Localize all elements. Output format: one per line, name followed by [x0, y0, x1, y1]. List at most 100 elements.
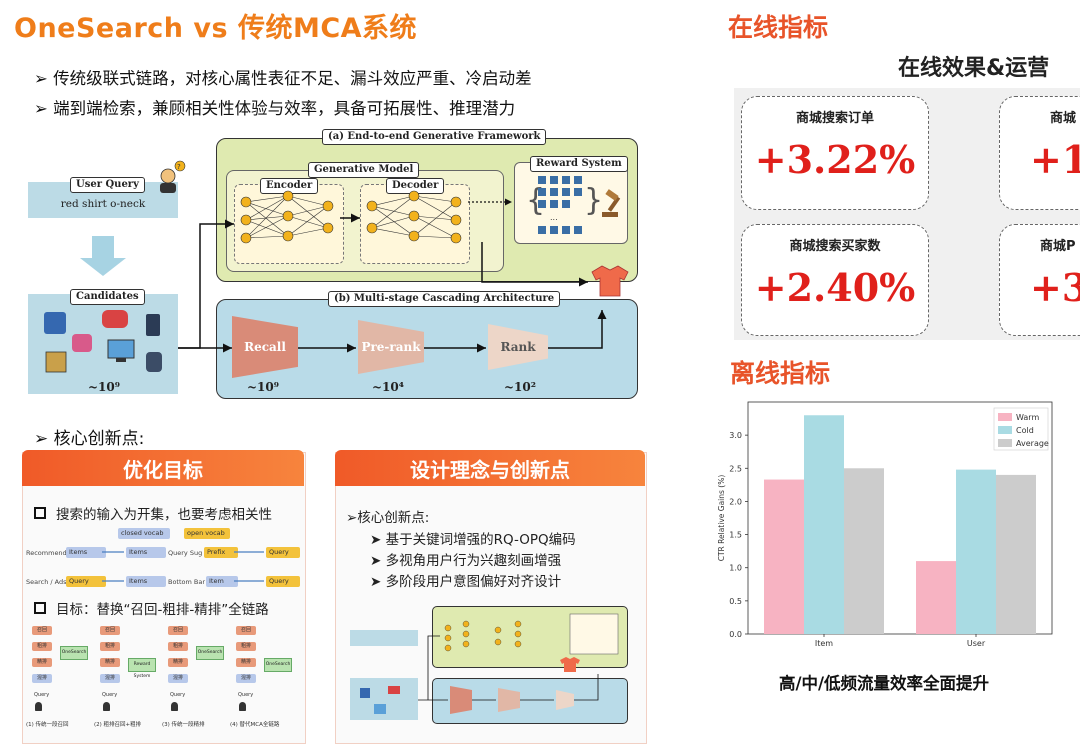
reward-grid-icon: { ... }: [526, 176, 603, 234]
reward-system-box: [514, 162, 628, 244]
flow-onesearch-box: Reward System: [128, 658, 156, 679]
flow-caption: (2) 粗排召回+粗排: [94, 722, 142, 728]
left-item-1: 搜索的输入为开集，也要考虑相关性: [34, 503, 272, 523]
chip-arrows: [102, 551, 264, 582]
candidates-label: Candidates: [70, 289, 145, 305]
y-axis-label: CTR Relative Gains (%): [717, 475, 726, 562]
mca-label: (b) Multi-stage Cascading Architecture: [328, 291, 561, 307]
flow-stage-box: 混排: [100, 674, 120, 683]
flow-user-icon: [103, 702, 110, 711]
metric-title: 商城P: [1040, 239, 1076, 254]
row-search-label: Search / Ads: [26, 578, 67, 586]
design-item-3: ➤ 多阶段用户意图偏好对齐设计: [370, 574, 562, 590]
svg-text:}: }: [584, 183, 603, 218]
row2-chip-e: Query: [266, 576, 300, 587]
framework-label: (a) End-to-end Generative Framework: [322, 129, 547, 145]
optimization-banner: 优化目标: [22, 450, 304, 486]
page-title: OneSearch vs 传统MCA系统: [14, 13, 418, 44]
bar-warm-user: [916, 561, 956, 634]
flow-stage-box: 精排: [168, 658, 188, 667]
user-query-label: User Query: [70, 177, 145, 193]
bar-warm-item: [764, 479, 804, 634]
bar-average-user: [996, 474, 1036, 634]
legend-label: Cold: [1016, 426, 1034, 435]
row2-mid-label: Bottom Bar: [168, 578, 206, 586]
product-items-icon: [44, 310, 162, 373]
flow-stage-box: 粗排: [236, 642, 256, 651]
flow-stage-box: 召回: [100, 626, 120, 635]
flow-stage-box: 精排: [100, 658, 120, 667]
y-tick-label: 3.0: [729, 431, 742, 440]
flow-caption: (4) 替代MCA全链路: [230, 722, 280, 728]
user-query-text: red shirt o-neck: [60, 198, 146, 210]
recall-stage: Recall: [232, 316, 298, 378]
legend-label: Average: [1016, 439, 1049, 448]
generative-model-label: Generative Model: [308, 162, 420, 178]
flow-stage-box: 召回: [236, 626, 256, 635]
architecture-diagram: (a) End-to-end Generative Framework Gene…: [22, 124, 652, 404]
metric-title: 商城搜索订单: [795, 111, 874, 126]
encoder-network-icon: [240, 190, 334, 244]
gavel-icon: [602, 189, 621, 217]
design-banner: 设计理念与创新点: [335, 450, 645, 486]
left-item-2: 目标：替换“召回-粗排-精排”全链路: [34, 598, 269, 618]
design-heading: ➢核心创新点:: [346, 510, 430, 526]
closed-vocab-chip: closed vocab: [118, 528, 170, 539]
diagram-graphics: { ... } ?: [44, 160, 629, 373]
metric-title: 商城: [1050, 111, 1077, 126]
x-tick-label: User: [967, 639, 986, 648]
decoder-label: Decoder: [386, 178, 445, 194]
prerank-count: ~10⁴: [372, 380, 405, 394]
row1-chip-d: Prefix: [204, 547, 238, 558]
innovation-heading: ➢ 核心创新点:: [34, 429, 145, 449]
flow-stage-box: 召回: [32, 626, 52, 635]
online-heading: 在线指标: [728, 13, 829, 42]
bar-cold-user: [956, 469, 996, 634]
metric-value: +3.: [1030, 265, 1080, 310]
y-tick-label: 2.0: [729, 497, 742, 506]
row2-chip-b: Items: [126, 576, 166, 587]
reward-system-label: Reward System: [530, 156, 628, 172]
row-recommend-label: Recommend: [26, 549, 67, 557]
flow-stage-box: 混排: [236, 674, 256, 683]
flow-stage-box: 精排: [32, 658, 52, 667]
legend-swatch: [998, 439, 1012, 447]
candidates-count: ~10⁹: [88, 380, 121, 394]
metric-value: +3.22%: [754, 137, 916, 182]
flow-user-icon: [239, 702, 246, 711]
y-tick-label: 2.5: [729, 464, 742, 473]
y-tick-label: 0.5: [729, 597, 742, 606]
flow-stage-box: 粗排: [168, 642, 188, 651]
left-item-1-text: 搜索的输入为开集，也要考虑相关性: [56, 507, 272, 523]
offline-caption: 高/中/低频流量效率全面提升: [778, 674, 990, 693]
down-arrow-icon: [80, 236, 126, 276]
y-tick-label: 1.5: [729, 531, 742, 540]
row1-chip-e: Query: [266, 547, 300, 558]
flow-stage-box: 召回: [168, 626, 188, 635]
row1-mid-label: Query Sug: [168, 549, 203, 557]
metric-value: +1.: [1030, 137, 1080, 182]
row2-chip-d: Item: [206, 576, 238, 587]
flow-onesearch-box: OneSearch: [264, 658, 292, 672]
legend-swatch: [998, 426, 1012, 434]
checkbox-icon: [34, 507, 46, 519]
metric-card-2: 商城 +1.: [999, 96, 1080, 210]
row1-chip-a: Items: [66, 547, 106, 558]
open-vocab-chip: open vocab: [184, 528, 230, 539]
svg-text:...: ...: [550, 213, 558, 222]
flow-stage-box: 混排: [32, 674, 52, 683]
y-tick-label: 1.0: [729, 564, 742, 573]
mini-architecture-diagram: [348, 600, 638, 730]
flow-query-label: Query: [170, 692, 186, 698]
flow-onesearch-box: OneSearch: [60, 646, 88, 660]
x-tick-label: Item: [815, 639, 833, 648]
metric-value: +2.40%: [754, 265, 916, 310]
optimization-panel: [22, 452, 306, 744]
flow-user-icon: [171, 702, 178, 711]
flow-query-label: Query: [238, 692, 254, 698]
